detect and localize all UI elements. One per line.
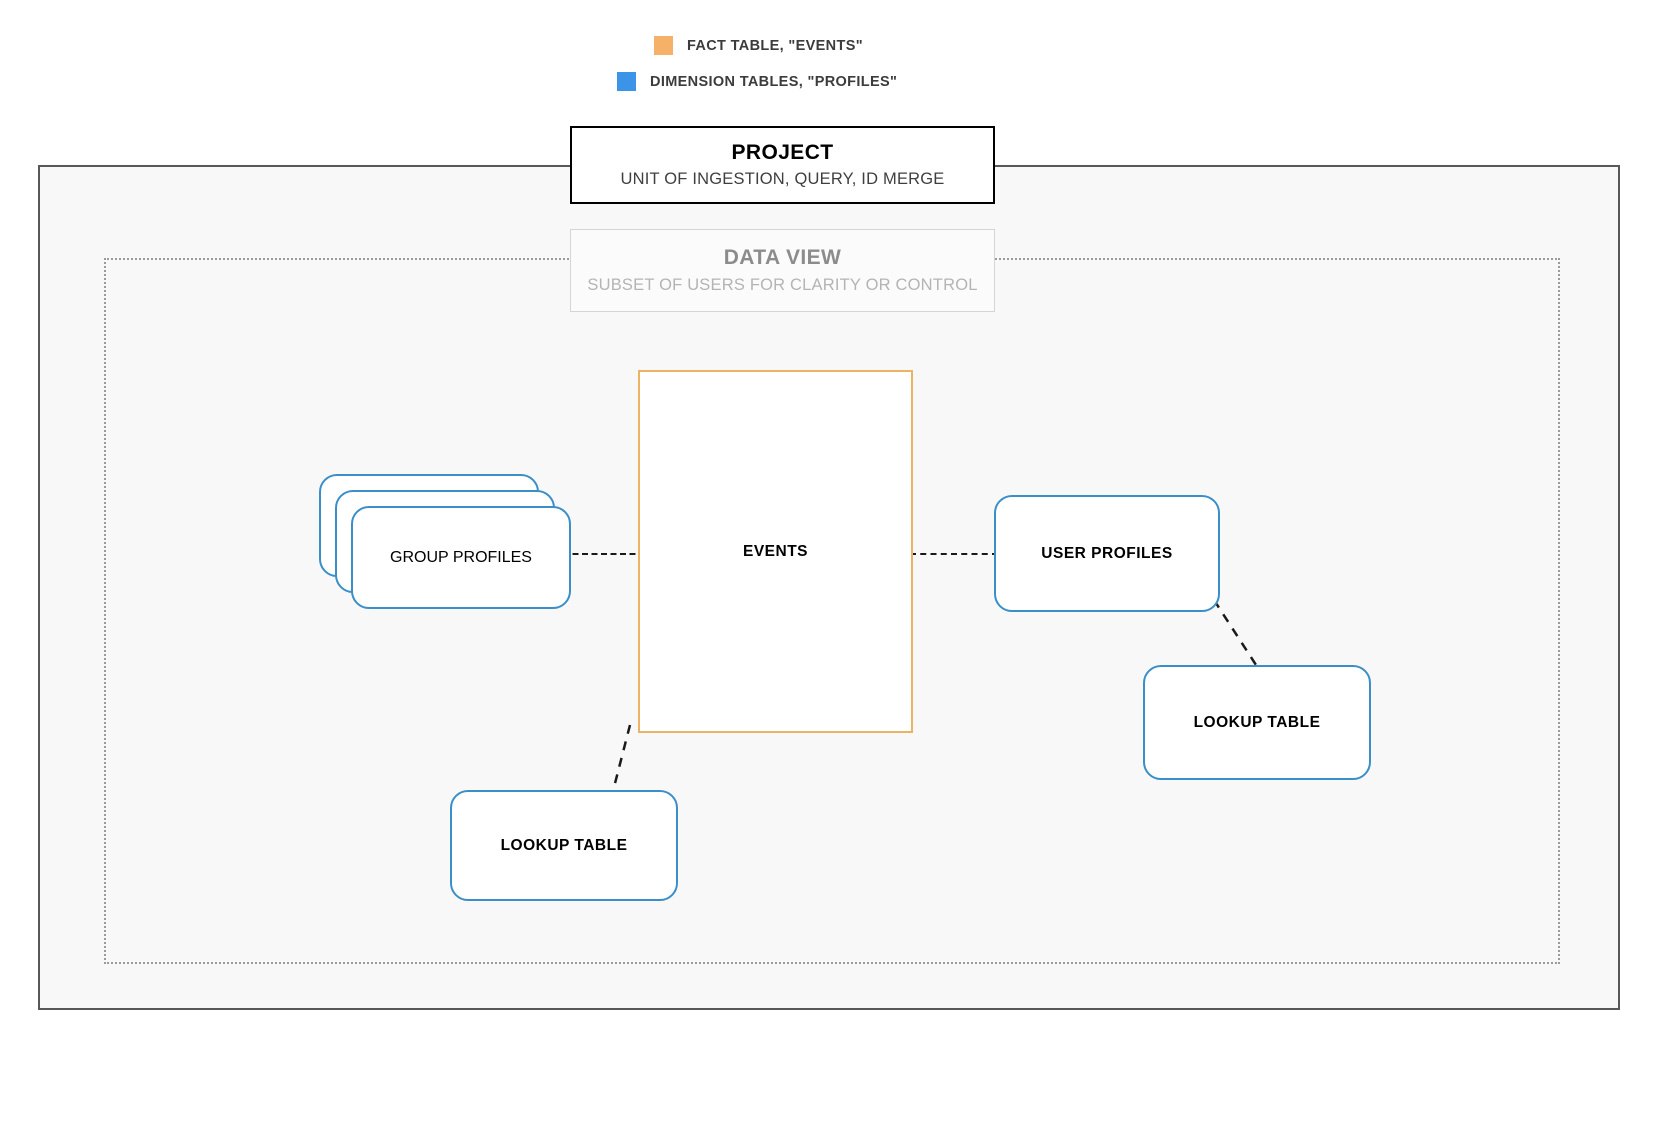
node-lookup-table-left[interactable]: LOOKUP TABLE: [450, 790, 678, 901]
node-events-fact-table[interactable]: EVENTS: [638, 370, 913, 733]
node-label: USER PROFILES: [1041, 544, 1173, 562]
node-lookup-table-right[interactable]: LOOKUP TABLE: [1143, 665, 1371, 780]
data-view-header-card[interactable]: DATA VIEW SUBSET OF USERS FOR CLARITY OR…: [570, 229, 995, 312]
node-label: LOOKUP TABLE: [1193, 713, 1321, 731]
legend-item-label: FACT TABLE, "EVENTS": [687, 37, 863, 54]
connector-group-profiles-to-events: [563, 553, 645, 555]
node-user-profiles[interactable]: USER PROFILES: [994, 495, 1220, 612]
data-view-subtitle: SUBSET OF USERS FOR CLARITY OR CONTROL: [587, 276, 978, 294]
connector-events-to-user-profiles: [910, 553, 998, 555]
project-header-card[interactable]: PROJECT UNIT OF INGESTION, QUERY, ID MER…: [570, 126, 995, 204]
project-subtitle: UNIT OF INGESTION, QUERY, ID MERGE: [620, 170, 945, 188]
square-swatch-icon: [617, 72, 636, 91]
legend-item-dimension-tables: DIMENSION TABLES, "PROFILES": [617, 72, 897, 91]
page-title: PROJECT: [731, 141, 834, 164]
node-label: LOOKUP TABLE: [500, 836, 628, 854]
square-swatch-icon: [654, 36, 673, 55]
node-label: GROUP PROFILES: [390, 548, 532, 566]
node-label: EVENTS: [742, 542, 808, 560]
data-view-title: DATA VIEW: [723, 246, 842, 269]
node-group-profiles-stack[interactable]: GROUP PROFILES: [319, 474, 571, 609]
legend-item-fact-table: FACT TABLE, "EVENTS": [654, 36, 863, 55]
legend-item-label: DIMENSION TABLES, "PROFILES": [650, 73, 898, 90]
stack-layer-front[interactable]: GROUP PROFILES: [351, 506, 571, 609]
legend: FACT TABLE, "EVENTS" DIMENSION TABLES, "…: [0, 30, 1664, 105]
